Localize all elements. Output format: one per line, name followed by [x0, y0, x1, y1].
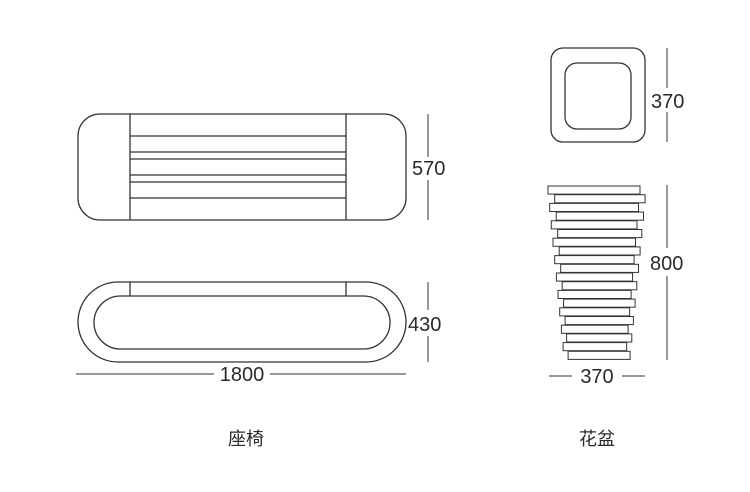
planter-top-outer	[550, 47, 646, 143]
planter-slab	[560, 263, 640, 273]
planter-top-view	[550, 47, 646, 143]
bench-front-inner	[93, 295, 391, 350]
planter-slab	[549, 202, 640, 212]
bench-slats	[130, 135, 346, 199]
planter-width-label: 370	[580, 366, 613, 388]
planter-front-view	[547, 185, 646, 360]
planter-caption: 花盆	[579, 429, 615, 450]
planter-slab	[564, 316, 634, 326]
bench-height-label: 430	[408, 314, 441, 336]
planter-slab	[557, 289, 632, 299]
bench-depth-dimension: 570	[412, 114, 445, 220]
planter-top-label: 370	[651, 91, 684, 113]
planter-slab	[552, 237, 636, 247]
bench-top-outline	[77, 113, 407, 221]
bench-width-dimension: 1800	[76, 364, 406, 386]
bench-width-label: 1800	[220, 364, 265, 386]
planter-slab	[563, 298, 636, 308]
planter-top-dimension: 370	[651, 48, 684, 142]
planter-slab	[557, 229, 643, 239]
planter-slab	[566, 333, 633, 343]
bench-front-outer	[77, 281, 407, 363]
planter-width-dimension: 370	[549, 366, 645, 388]
bench-height-dimension: 430	[408, 282, 441, 362]
planter-slab	[547, 185, 641, 195]
bench-top-view	[77, 113, 407, 221]
planter-slab	[554, 255, 635, 265]
planter-slab	[561, 281, 638, 291]
bench-depth-label: 570	[412, 158, 445, 180]
planter-height-label: 800	[650, 253, 683, 275]
planter-slab	[555, 211, 645, 221]
planter-slab	[555, 272, 634, 282]
planter-top-inner	[564, 62, 632, 130]
planter-slab	[562, 342, 628, 352]
bench-front-view	[77, 281, 407, 363]
planter-height-dimension: 800	[650, 185, 683, 360]
planter-slab	[559, 307, 631, 317]
planter-slab	[567, 350, 631, 360]
planter-slab	[560, 324, 629, 334]
planter-slab	[554, 194, 646, 204]
planter-slab	[550, 220, 638, 230]
bench-caption: 座椅	[228, 429, 264, 450]
planter-slab	[558, 246, 641, 256]
